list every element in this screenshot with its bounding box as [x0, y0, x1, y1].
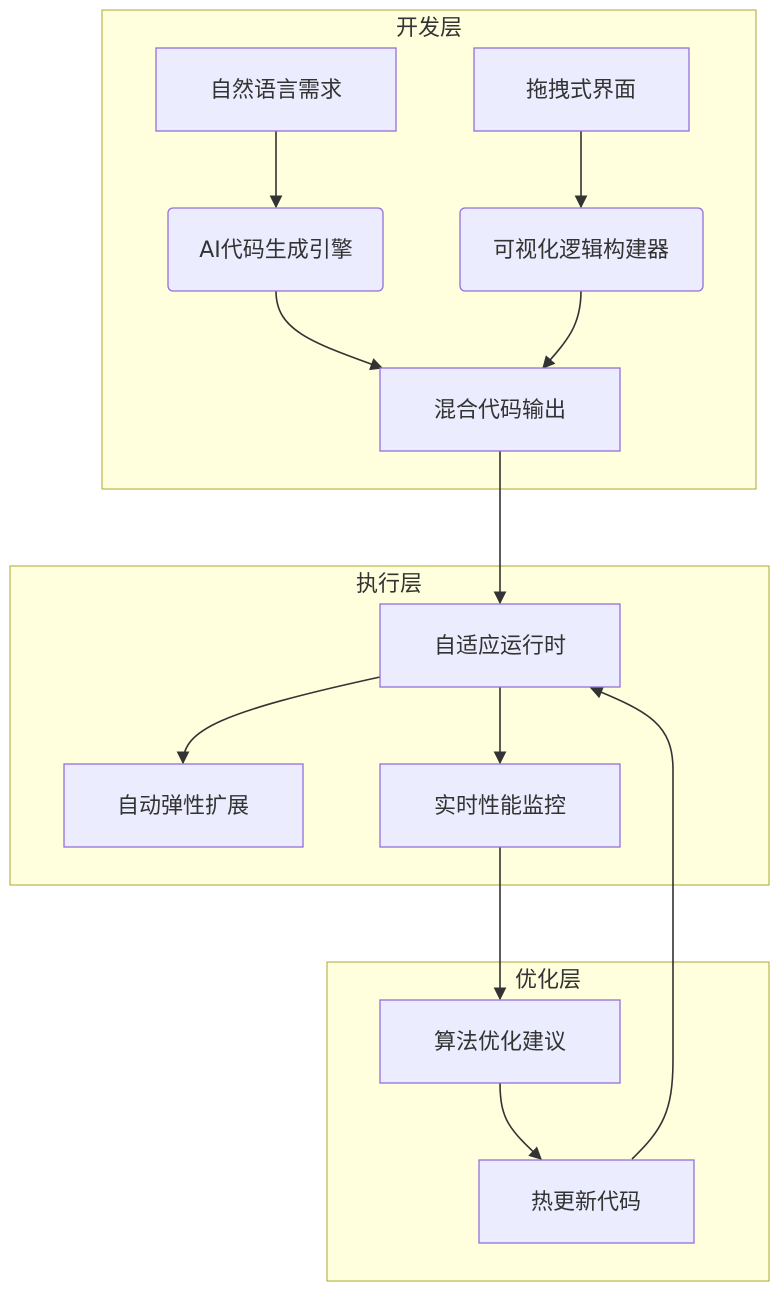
- cluster-exec-label: 执行层: [356, 572, 422, 597]
- node-ai-engine-label: AI代码生成引擎: [199, 238, 353, 263]
- cluster-dev-label: 开发层: [396, 16, 462, 41]
- cluster-opt-label: 优化层: [515, 968, 581, 993]
- node-algo-suggest[interactable]: 算法优化建议: [379, 999, 621, 1084]
- node-autoscale[interactable]: 自动弹性扩展: [63, 763, 304, 848]
- node-adaptive-runtime[interactable]: 自适应运行时: [379, 603, 621, 688]
- edge-hot-to-runtime: [589, 686, 674, 1160]
- node-algo-suggest-label: 算法优化建议: [434, 1030, 566, 1055]
- edge-ai-to-hybrid: [275, 290, 384, 371]
- node-drag-ui[interactable]: 拖拽式界面: [473, 47, 690, 132]
- edge-algo-to-hot: [499, 1082, 542, 1160]
- node-ai-engine[interactable]: AI代码生成引擎: [167, 207, 384, 292]
- node-visual-builder-label: 可视化逻辑构建器: [493, 238, 669, 263]
- node-hot-update[interactable]: 热更新代码: [478, 1159, 695, 1244]
- node-hot-update-label: 热更新代码: [531, 1190, 641, 1215]
- node-perf-monitor-label: 实时性能监控: [434, 794, 566, 819]
- node-perf-monitor[interactable]: 实时性能监控: [379, 763, 621, 848]
- node-autoscale-label: 自动弹性扩展: [117, 794, 249, 819]
- edges: [176, 131, 674, 1160]
- node-nl-requirement-label: 自然语言需求: [210, 78, 342, 103]
- edge-runtime-to-autoscale: [176, 676, 381, 765]
- node-adaptive-runtime-label: 自适应运行时: [434, 634, 566, 659]
- node-nl-requirement[interactable]: 自然语言需求: [155, 47, 397, 132]
- node-hybrid-output[interactable]: 混合代码输出: [379, 367, 621, 452]
- node-hybrid-output-label: 混合代码输出: [434, 398, 566, 423]
- node-drag-ui-label: 拖拽式界面: [526, 78, 636, 103]
- node-visual-builder[interactable]: 可视化逻辑构建器: [459, 207, 704, 292]
- edge-visual-to-hybrid: [542, 290, 582, 369]
